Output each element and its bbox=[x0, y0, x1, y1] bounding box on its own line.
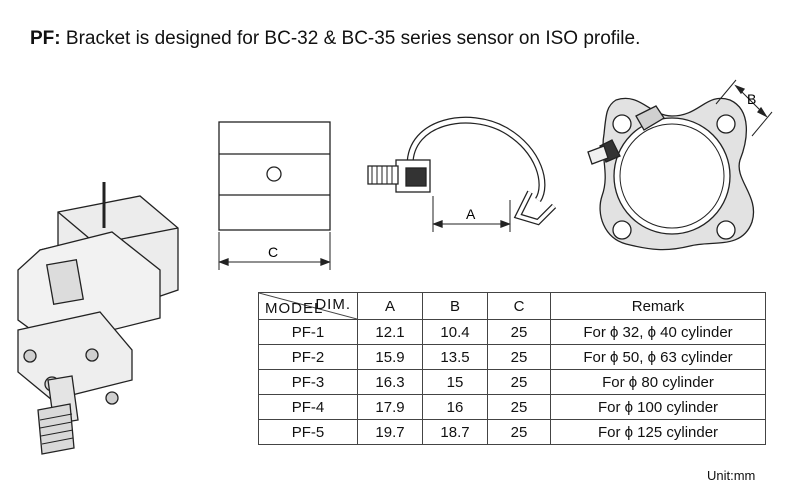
c-cell: 25 bbox=[487, 319, 551, 345]
remark-cell: For ϕ 50, ϕ 63 cylinder bbox=[550, 344, 766, 370]
table-row: PF-1 12.1 10.4 25 For ϕ 32, ϕ 40 cylinde… bbox=[258, 319, 766, 345]
table-header-row: DIM. MODEL A B C Remark bbox=[258, 292, 766, 320]
table-row: PF-2 15.9 13.5 25 For ϕ 50, ϕ 63 cylinde… bbox=[258, 344, 766, 370]
front-view bbox=[218, 121, 331, 270]
a-cell: 15.9 bbox=[357, 344, 423, 370]
heading-text: Bracket is designed for BC-32 & BC-35 se… bbox=[65, 28, 641, 49]
table-row: PF-3 16.3 15 25 For ϕ 80 cylinder bbox=[258, 369, 766, 395]
table-row: PF-5 19.7 18.7 25 For ϕ 125 cylinder bbox=[258, 419, 766, 445]
b-cell: 16 bbox=[422, 394, 488, 420]
corner-model-label: MODEL bbox=[265, 300, 324, 317]
dimension-c-label: C bbox=[268, 244, 278, 260]
column-header: A bbox=[357, 292, 423, 320]
corner-header: DIM. MODEL bbox=[258, 292, 358, 320]
cylinder-illustration bbox=[17, 182, 179, 455]
a-cell: 12.1 bbox=[357, 319, 423, 345]
profile-view bbox=[587, 79, 773, 251]
remark-cell: For ϕ 100 cylinder bbox=[550, 394, 766, 420]
c-cell: 25 bbox=[487, 344, 551, 370]
b-cell: 18.7 bbox=[422, 419, 488, 445]
b-cell: 13.5 bbox=[422, 344, 488, 370]
heading-prefix: PF: bbox=[30, 28, 61, 49]
model-cell: PF-1 bbox=[258, 319, 358, 345]
column-header: B bbox=[422, 292, 488, 320]
model-cell: PF-3 bbox=[258, 369, 358, 395]
heading: PF: Bracket is designed for BC-32 & BC-3… bbox=[30, 28, 640, 50]
b-cell: 15 bbox=[422, 369, 488, 395]
a-cell: 19.7 bbox=[357, 419, 423, 445]
remark-cell: For ϕ 80 cylinder bbox=[550, 369, 766, 395]
a-cell: 17.9 bbox=[357, 394, 423, 420]
table-row: PF-4 17.9 16 25 For ϕ 100 cylinder bbox=[258, 394, 766, 420]
unit-label: Unit:mm bbox=[707, 468, 756, 483]
c-cell: 25 bbox=[487, 419, 551, 445]
dimension-a-label: A bbox=[466, 206, 476, 222]
a-cell: 16.3 bbox=[357, 369, 423, 395]
remark-cell: For ϕ 125 cylinder bbox=[550, 419, 766, 445]
side-view bbox=[367, 116, 557, 232]
c-cell: 25 bbox=[487, 369, 551, 395]
corner-diagonal bbox=[259, 293, 357, 319]
model-cell: PF-2 bbox=[258, 344, 358, 370]
remark-cell: For ϕ 32, ϕ 40 cylinder bbox=[550, 319, 766, 345]
spec-table: DIM. MODEL A B C Remark PF-1 12.1 10.4 2… bbox=[258, 292, 766, 445]
b-cell: 10.4 bbox=[422, 319, 488, 345]
corner-dim-label: DIM. bbox=[315, 296, 351, 313]
model-cell: PF-5 bbox=[258, 419, 358, 445]
column-header: C bbox=[487, 292, 551, 320]
c-cell: 25 bbox=[487, 394, 551, 420]
column-header: Remark bbox=[550, 292, 766, 320]
dimension-b-label: B bbox=[747, 91, 756, 107]
model-cell: PF-4 bbox=[258, 394, 358, 420]
